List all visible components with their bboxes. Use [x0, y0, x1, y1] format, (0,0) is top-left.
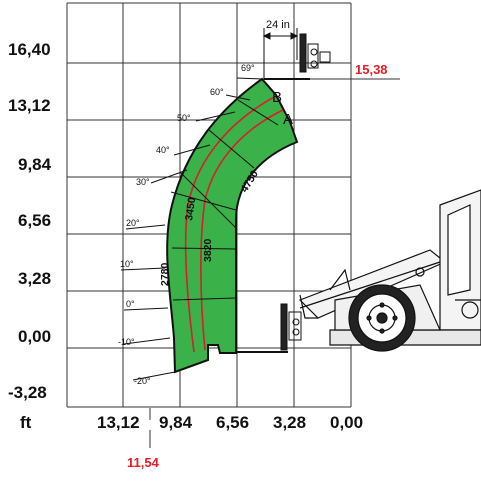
load-label-3820: 3820 — [202, 238, 214, 262]
angle-label-69: 69° — [241, 63, 255, 73]
zone-dividers — [170, 99, 279, 301]
y-label-3: 6,56 — [18, 211, 51, 230]
unit-label: ft — [20, 413, 32, 432]
angle-label-30: 30° — [136, 177, 150, 187]
x-label-1: 9,84 — [159, 413, 193, 432]
max-reach-value: 11,54 — [127, 455, 160, 470]
angle-label-40: 40° — [156, 145, 170, 155]
y-label-6: -3,28 — [8, 383, 47, 402]
x-label-4: 0,00 — [330, 413, 363, 432]
angle-label-0: 0° — [126, 299, 135, 309]
offset-label: 24 in — [266, 19, 290, 31]
position-label-b: B — [272, 89, 282, 106]
angle-label-20: 20° — [126, 218, 140, 228]
load-label-3450: 3450 — [183, 196, 198, 221]
telehandler-machine — [298, 189, 481, 352]
max-height-value: 15,38 — [355, 62, 388, 77]
load-curves — [184, 95, 284, 353]
x-label-3: 3,28 — [273, 413, 306, 432]
angle-label-60: 60° — [210, 87, 224, 97]
y-label-4: 3,28 — [18, 269, 51, 288]
y-label-2: 9,84 — [18, 155, 52, 174]
bottom-carriage — [236, 303, 302, 353]
angle-labels: 69° 60° 50° 40° 30° 20° 10° 0° -10° -20° — [118, 63, 255, 386]
x-axis-labels: ft 13,12 9,84 6,56 3,28 0,00 — [20, 413, 363, 432]
top-carriage — [264, 33, 331, 80]
load-label-2780: 2780 — [159, 262, 171, 286]
angle-ticks — [120, 77, 263, 381]
y-label-1: 13,12 — [8, 96, 51, 115]
x-label-0: 13,12 — [97, 413, 140, 432]
angle-label-50: 50° — [177, 113, 191, 123]
y-axis-labels: 16,40 13,12 9,84 6,56 3,28 0,00 -3,28 — [8, 40, 52, 402]
position-label-a: A — [283, 111, 293, 128]
offset-dimension — [262, 28, 299, 79]
y-label-0: 16,40 — [8, 40, 51, 59]
angle-label-10: 10° — [120, 259, 134, 269]
y-label-5: 0,00 — [18, 327, 51, 346]
angle-label-neg20: -20° — [134, 376, 151, 386]
x-label-2: 6,56 — [216, 413, 249, 432]
angle-label-neg10: -10° — [118, 337, 135, 347]
